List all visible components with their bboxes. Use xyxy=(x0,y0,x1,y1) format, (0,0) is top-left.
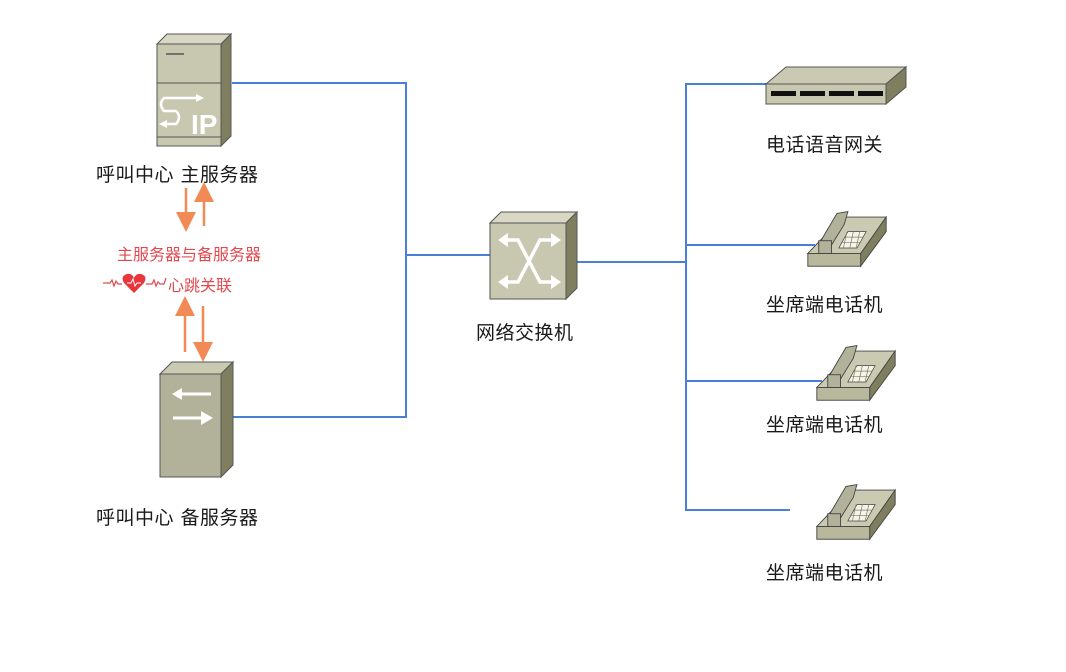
heartbeat-text-line2: 心跳关联 xyxy=(168,276,233,295)
server-icon[interactable] xyxy=(158,360,235,479)
svg-text:IP: IP xyxy=(191,109,217,140)
switch-label: 网络交换机 xyxy=(476,322,574,344)
telephone-icon[interactable] xyxy=(816,345,896,401)
telephone-icon[interactable] xyxy=(816,484,896,540)
gateway-label: 电话语音网关 xyxy=(766,134,884,156)
telephone-icon[interactable] xyxy=(807,211,887,267)
sip-server-icon[interactable]: IP xyxy=(155,32,233,148)
phone-label: 坐席端电话机 xyxy=(766,414,884,436)
link-primary-to-bus xyxy=(232,82,407,418)
primary-server-label: 呼叫中心 主服务器 xyxy=(96,164,259,186)
phone-label: 坐席端电话机 xyxy=(766,562,884,584)
connection-lines xyxy=(232,82,822,511)
heartbeat-icon xyxy=(103,273,167,293)
heartbeat-arrows xyxy=(175,182,214,362)
backup-server-label: 呼叫中心 备服务器 xyxy=(96,507,259,529)
network-switch-icon[interactable] xyxy=(488,210,579,301)
voice-gateway-icon[interactable] xyxy=(764,65,908,106)
phone-label: 坐席端电话机 xyxy=(766,294,884,316)
link-right-bus xyxy=(685,83,790,511)
heartbeat-text-line1: 主服务器与备服务器 xyxy=(117,245,262,264)
